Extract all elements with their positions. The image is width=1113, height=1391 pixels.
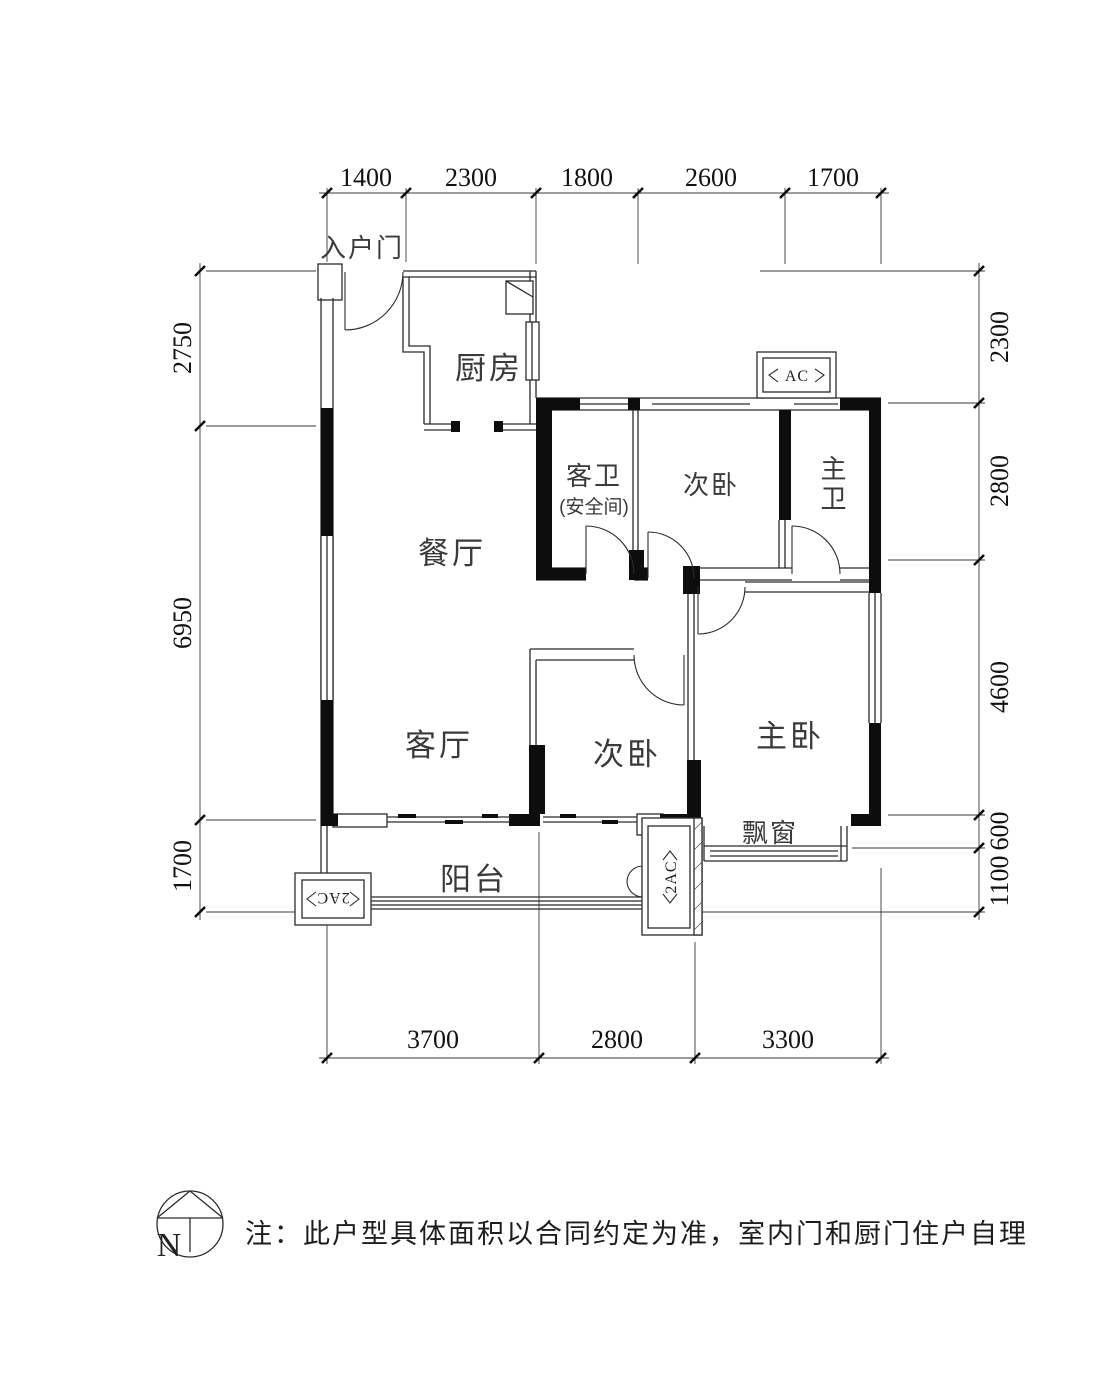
label-dining: 餐厅 <box>418 536 486 571</box>
entry-door <box>344 271 404 331</box>
kitchen-sink <box>505 280 534 315</box>
dim-left-6950: 6950 <box>168 597 197 649</box>
dim-left-2750: 2750 <box>168 322 197 374</box>
dim-top-1800: 1800 <box>561 163 613 192</box>
dim-bottom-2800: 2800 <box>591 1025 643 1054</box>
bedroom2-top-door <box>647 531 695 579</box>
label-entry-door: 入户门 <box>320 233 404 263</box>
dim-bottom-3300: 3300 <box>762 1025 814 1054</box>
ac-platform-top: AC <box>756 351 837 399</box>
compass: N <box>156 1190 224 1264</box>
dimension-chain-top: 1400 2300 1800 2600 1700 <box>319 163 889 264</box>
dim-right-2800: 2800 <box>985 455 1014 507</box>
ac-platform-balcony-right: 2AC <box>626 817 703 936</box>
guest-bath-door <box>585 525 635 575</box>
master-bath-door <box>791 525 841 575</box>
ac-units: AC 2AC 2AC <box>294 351 837 936</box>
label-living: 客厅 <box>405 728 473 763</box>
label-kitchen: 厨房 <box>455 351 523 386</box>
floor-plan-note: 注：此户型具体面积以合同约定为准，室内门和厨门住户自理 <box>245 1219 1028 1249</box>
walls-structural <box>321 398 881 826</box>
dim-top-2600: 2600 <box>685 163 737 192</box>
ac-top-label: AC <box>785 368 809 385</box>
label-bay-window: 飘窗 <box>742 818 798 848</box>
windows <box>320 321 882 824</box>
dimension-chain-left: 2750 6950 1700 <box>168 263 316 920</box>
dim-top-1400: 1400 <box>340 163 392 192</box>
room-labels: 入户门 厨房 餐厅 客厅 客卫 (安全间) 次卧 主卫 次卧 主卧 阳台 飘窗 <box>320 233 847 897</box>
master-bedroom-door <box>697 586 746 635</box>
label-guest-bath-note: (安全间) <box>559 496 629 518</box>
compass-north-label: N <box>157 1227 182 1264</box>
dim-right-4600: 4600 <box>985 661 1014 713</box>
dim-top-1700: 1700 <box>807 163 859 192</box>
label-bedroom2-bottom: 次卧 <box>593 737 661 772</box>
ac-platform-balcony-left: 2AC <box>294 872 372 926</box>
entry-pilaster <box>317 263 343 301</box>
label-bedroom2-top: 次卧 <box>683 470 739 500</box>
label-master-bedroom: 主卧 <box>756 719 824 754</box>
dim-right-1100: 1100 <box>985 855 1014 906</box>
dim-bottom-3700: 3700 <box>407 1025 459 1054</box>
dim-top-2300: 2300 <box>445 163 497 192</box>
dim-right-2300: 2300 <box>985 311 1014 363</box>
dim-right-600: 600 <box>985 812 1014 851</box>
label-balcony: 阳台 <box>440 862 508 897</box>
ac-balcony-left-label: 2AC <box>316 889 349 906</box>
dimension-chain-right: 2300 2800 4600 600 1100 <box>666 263 1014 920</box>
doors <box>344 271 841 706</box>
ac-balcony-right-label: 2AC <box>663 860 680 893</box>
balcony-sliding-door <box>387 814 637 824</box>
dim-left-1700: 1700 <box>168 840 197 892</box>
dimension-chain-bottom: 3700 2800 3300 <box>319 832 889 1064</box>
label-guest-bath: 客卫 <box>566 461 622 491</box>
bedroom2-bottom-door <box>633 654 685 706</box>
label-master-bath: 主卫 <box>817 455 847 515</box>
